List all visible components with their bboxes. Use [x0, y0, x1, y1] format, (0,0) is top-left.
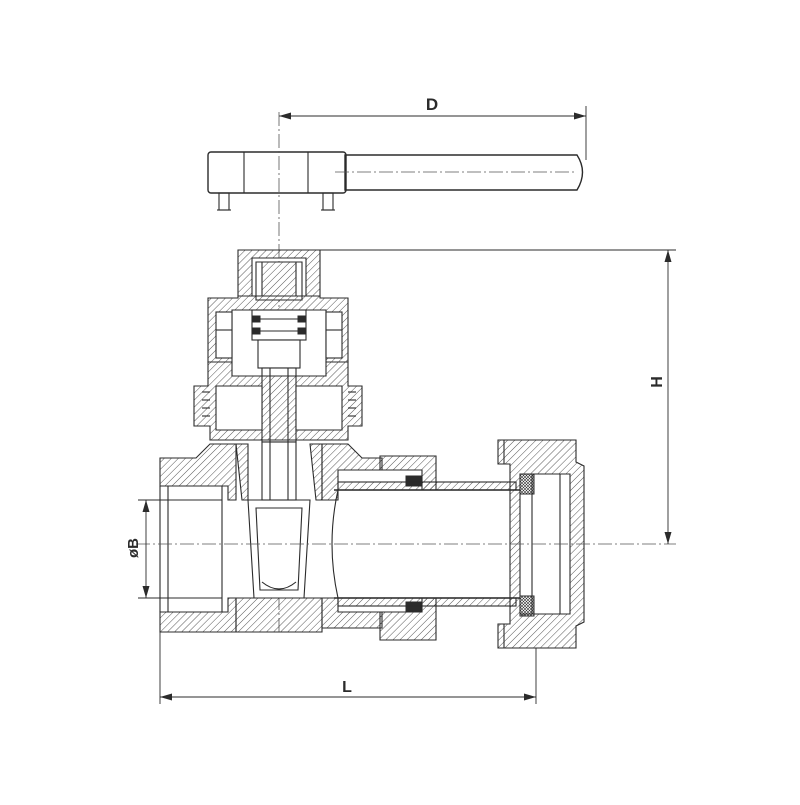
dimension-l: L [159, 632, 537, 704]
dimension-d-label: D [426, 95, 438, 114]
bonnet [193, 249, 363, 443]
dimension-h-label: H [649, 376, 666, 388]
dimension-b: øB [125, 499, 168, 599]
handle-key [207, 151, 584, 211]
body-right-upper-wall [321, 443, 383, 501]
stem-collar [257, 339, 301, 369]
handle-hub [207, 151, 347, 194]
gland-bolt-left [215, 311, 233, 359]
handle-pin-left [218, 192, 230, 211]
dimension-d: D [279, 95, 587, 160]
packing-housing [251, 309, 307, 341]
handle-lever [344, 154, 584, 191]
dimension-h: H [320, 249, 676, 544]
dimension-b-label: øB [125, 538, 142, 558]
gasket-upper [519, 473, 535, 495]
body-bottom-wall [235, 597, 323, 633]
stem-lower [261, 441, 297, 501]
dimension-l-label: L [342, 679, 352, 696]
body-left-upper-wall [159, 443, 237, 501]
handle-pin-right [322, 192, 334, 211]
gate-wedge [247, 499, 311, 599]
gland-bolt-right [325, 311, 343, 359]
valve-body [159, 441, 383, 633]
body-left-lower-wall [159, 597, 237, 633]
gasket-lower [519, 595, 535, 617]
